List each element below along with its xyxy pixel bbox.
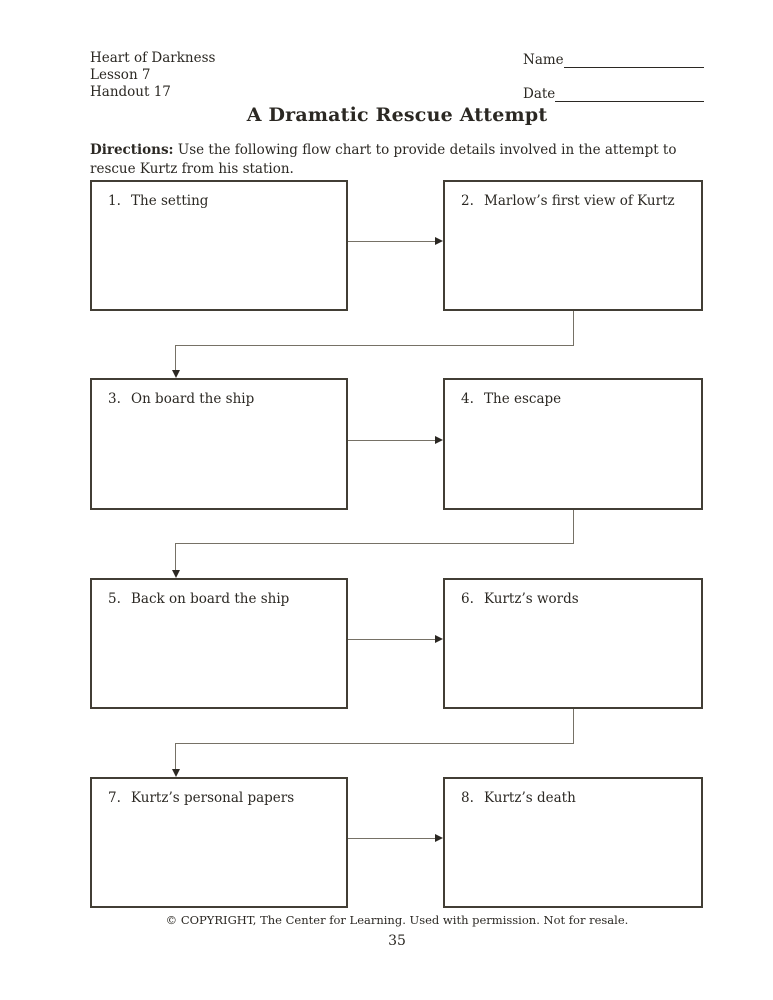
directions-label: Directions:: [90, 142, 174, 158]
arrowhead-down-icon: [172, 370, 180, 378]
flow-box-number: 1.: [108, 193, 121, 209]
header-book-title: Heart of Darkness: [90, 50, 216, 66]
page-number: 35: [388, 933, 406, 949]
arrowhead-right-icon: [435, 436, 443, 444]
flow-box-4-escape[interactable]: 4. The escape: [443, 378, 703, 510]
arrowhead-right-icon: [435, 834, 443, 842]
arrowhead-right-icon: [435, 635, 443, 643]
arrowhead-down-icon: [172, 570, 180, 578]
header-handout: Handout 17: [90, 84, 171, 100]
flow-box-label: On board the ship: [131, 391, 255, 407]
header-lesson: Lesson 7: [90, 67, 151, 83]
flow-box-number: 2.: [461, 193, 474, 209]
flow-box-label: Back on board the ship: [131, 591, 290, 607]
directions: Directions: Use the following flow chart…: [90, 141, 708, 179]
flow-box-5-back-on-board[interactable]: 5. Back on board the ship: [90, 578, 348, 709]
date-field-row: Date: [523, 85, 704, 102]
header-course-info: Heart of Darkness Lesson 7 Handout 17: [90, 50, 215, 101]
flow-box-number: 5.: [108, 591, 121, 607]
flow-box-number: 7.: [108, 790, 121, 806]
flow-box-3-on-board[interactable]: 3. On board the ship: [90, 378, 348, 510]
copyright-notice: © COPYRIGHT, The Center for Learning. Us…: [165, 913, 629, 927]
arrowhead-right-icon: [435, 237, 443, 245]
flow-box-label: Marlow’s first view of Kurtz: [484, 193, 675, 209]
flow-box-6-kurtz-words[interactable]: 6. Kurtz’s words: [443, 578, 703, 709]
name-blank-line[interactable]: [563, 50, 704, 68]
arrowhead-down-icon: [172, 769, 180, 777]
flow-box-label: The setting: [131, 193, 209, 209]
name-field-row: Name: [523, 51, 704, 68]
flow-box-2-first-view[interactable]: 2. Marlow’s first view of Kurtz: [443, 180, 703, 311]
flow-box-number: 4.: [461, 391, 474, 407]
date-label: Date: [523, 86, 556, 102]
flow-box-label: Kurtz’s personal papers: [131, 790, 295, 806]
directions-text: Use the following flow chart to provide …: [90, 142, 677, 177]
flow-box-8-kurtz-death[interactable]: 8. Kurtz’s death: [443, 777, 703, 908]
flow-box-label: Kurtz’s words: [484, 591, 579, 607]
flow-box-number: 8.: [461, 790, 474, 806]
flow-box-label: The escape: [484, 391, 562, 407]
flow-box-7-personal-papers[interactable]: 7. Kurtz’s personal papers: [90, 777, 348, 908]
flow-box-1-setting[interactable]: 1. The setting: [90, 180, 348, 311]
flow-box-label: Kurtz’s death: [484, 790, 576, 806]
flow-box-number: 3.: [108, 391, 121, 407]
date-blank-line[interactable]: [555, 84, 704, 102]
page-title: A Dramatic Rescue Attempt: [246, 104, 548, 126]
flow-box-number: 6.: [461, 591, 474, 607]
name-label: Name: [523, 52, 564, 68]
